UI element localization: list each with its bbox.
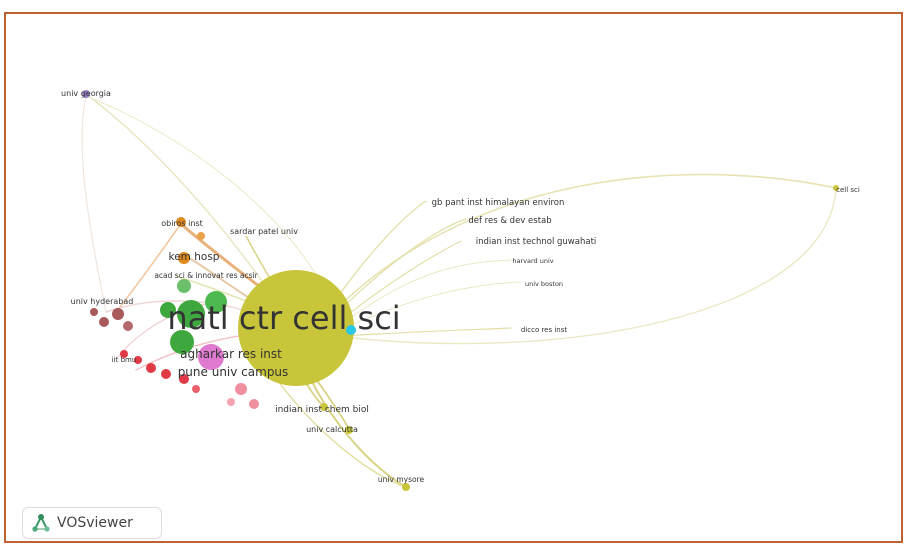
label-hyderabad: univ hyderabad bbox=[71, 297, 134, 306]
node-agharkar-1[interactable] bbox=[177, 300, 205, 328]
collaboration-network: natl ctr cell sci agharkar res inst pune… bbox=[61, 89, 860, 491]
label-natl-ctr-cell-sci: natl ctr cell sci bbox=[167, 299, 400, 337]
node-red-3[interactable] bbox=[179, 374, 189, 384]
label-georgia: univ georgia bbox=[61, 89, 111, 98]
node-green-4[interactable] bbox=[160, 302, 176, 318]
node-cell-sci[interactable] bbox=[833, 185, 839, 191]
vosviewer-brand-label: VOSviewer bbox=[57, 515, 133, 531]
label-kem: kem hosp bbox=[169, 251, 220, 263]
node-green-5[interactable] bbox=[177, 279, 191, 293]
node-rose-2[interactable] bbox=[249, 399, 259, 409]
link-cellsci-2 bbox=[335, 189, 837, 345]
link-iitg bbox=[335, 240, 462, 325]
node-orange-2[interactable] bbox=[178, 252, 190, 264]
vosviewer-logo-icon bbox=[32, 514, 50, 532]
node-brown-2[interactable] bbox=[99, 317, 109, 327]
label-calcutta: univ calcutta bbox=[306, 425, 358, 434]
label-obiros: obiros inst bbox=[161, 219, 203, 228]
network-links bbox=[81, 93, 837, 488]
node-brown-3[interactable] bbox=[123, 321, 133, 331]
node-natl-ctr-cell-sci[interactable] bbox=[238, 270, 354, 386]
node-red-6[interactable] bbox=[120, 350, 128, 358]
node-green-3[interactable] bbox=[205, 291, 227, 313]
node-rose-3[interactable] bbox=[227, 398, 235, 406]
label-iitg: indian inst technol guwahati bbox=[476, 237, 597, 247]
link-obiros-2 bbox=[115, 223, 182, 313]
vosviewer-badge[interactable]: VOSviewer bbox=[22, 507, 162, 539]
node-red-2[interactable] bbox=[146, 363, 156, 373]
node-rose-1[interactable] bbox=[235, 383, 247, 395]
link-mysore bbox=[305, 368, 407, 488]
node-orange-1[interactable] bbox=[176, 217, 186, 227]
node-brown-4[interactable] bbox=[90, 308, 98, 316]
node-red-4[interactable] bbox=[134, 356, 142, 364]
label-acad: acad sci & innovat res acsir bbox=[154, 271, 258, 280]
link-defres bbox=[330, 218, 467, 320]
link-boston bbox=[335, 281, 522, 333]
node-agharkar-2[interactable] bbox=[170, 330, 194, 354]
label-pune: pune univ campus bbox=[178, 365, 289, 379]
network-labels: natl ctr cell sci agharkar res inst pune… bbox=[61, 89, 860, 484]
network-nodes bbox=[82, 90, 839, 491]
label-iitbmu: iit bmu bbox=[112, 356, 137, 364]
link-mysore-2 bbox=[265, 363, 407, 488]
label-boston: univ boston bbox=[525, 280, 563, 288]
network-map-frame: natl ctr cell sci agharkar res inst pune… bbox=[4, 12, 903, 543]
node-iichem[interactable] bbox=[320, 403, 328, 411]
node-georgia[interactable] bbox=[82, 90, 90, 98]
node-cyan[interactable] bbox=[346, 325, 356, 335]
label-sardar: sardar patel univ bbox=[230, 227, 298, 236]
node-calcutta[interactable] bbox=[345, 426, 353, 434]
link-harvard bbox=[335, 259, 512, 330]
node-red-1[interactable] bbox=[161, 369, 171, 379]
label-iichem: indian inst chem biol bbox=[275, 405, 369, 415]
node-brown-1[interactable] bbox=[112, 308, 124, 320]
label-defres: def res & dev estab bbox=[468, 216, 551, 226]
label-agharkar: agharkar res inst bbox=[180, 347, 282, 361]
node-red-5[interactable] bbox=[192, 385, 200, 393]
label-gbpant: gb pant inst himalayan environ bbox=[432, 198, 565, 208]
link-dicco bbox=[340, 327, 512, 337]
node-orange-3[interactable] bbox=[197, 232, 205, 240]
label-dicco: dicco res inst bbox=[521, 326, 568, 334]
label-harvard: harvard univ bbox=[512, 257, 553, 265]
node-mysore[interactable] bbox=[402, 483, 410, 491]
link-georgia-2 bbox=[81, 95, 107, 313]
link-georgia bbox=[85, 93, 297, 331]
label-cell-sci: cell sci bbox=[836, 186, 860, 194]
node-pink[interactable] bbox=[198, 344, 224, 370]
label-mysore: univ mysore bbox=[378, 475, 425, 484]
